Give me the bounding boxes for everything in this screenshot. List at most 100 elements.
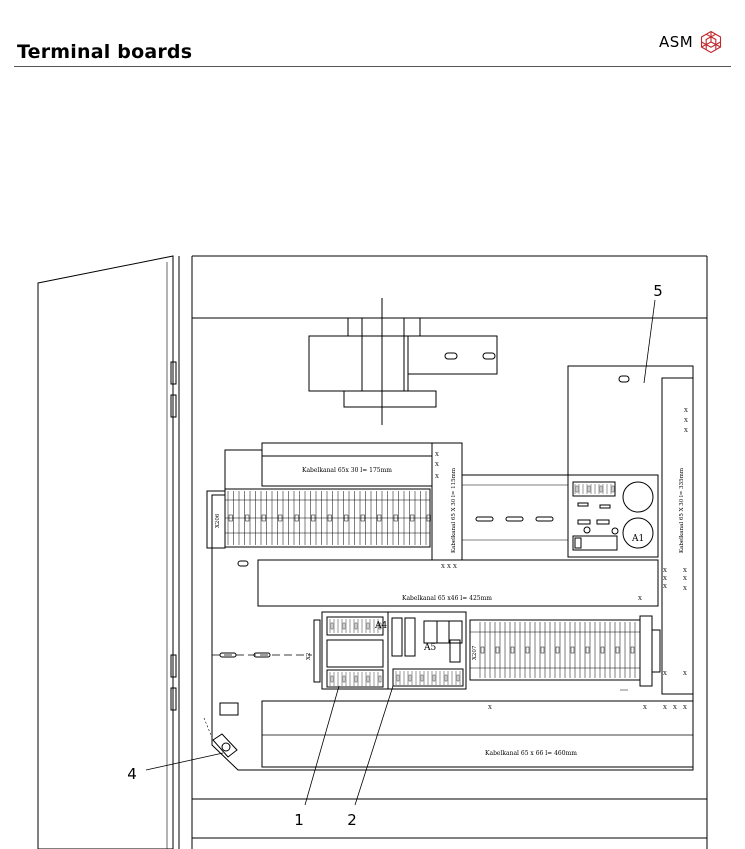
cabinet-frame xyxy=(178,255,708,849)
x-marker: X xyxy=(683,568,687,574)
terminal-block-screw xyxy=(360,514,365,522)
a4-terminal-screw xyxy=(354,622,358,630)
terminal-block-screw xyxy=(525,646,530,654)
a4-terminal-screw xyxy=(366,675,370,683)
brand-logo: ASM xyxy=(659,30,723,54)
a4-terminal-screw xyxy=(378,622,382,630)
channel-middle-label: Kabelkanal 65 x46 l= 425mm xyxy=(402,595,492,602)
brand-name: ASM xyxy=(659,33,694,51)
terminal-block-screw xyxy=(570,646,575,654)
header-rule xyxy=(14,66,731,67)
cable-channel-bottom xyxy=(261,700,694,768)
x-marker: X xyxy=(663,568,667,574)
x-marker: X xyxy=(435,452,439,458)
x-marker: X xyxy=(488,705,492,711)
terminal-x2-label: X2 xyxy=(306,653,312,660)
terminal-block-screw xyxy=(393,514,398,522)
terminal-block-screw xyxy=(245,514,250,522)
a5-terminal-screw xyxy=(432,674,436,682)
terminal-block-screw xyxy=(555,646,560,654)
cabinet-door xyxy=(37,255,177,849)
cable-channel-vertical-right xyxy=(618,375,694,695)
a5-terminal-screw xyxy=(444,674,448,682)
x-marker: X xyxy=(673,705,677,711)
mounting-plate xyxy=(211,365,694,771)
a1-terminal-screw xyxy=(575,485,579,493)
callout-4: 5 xyxy=(653,282,663,300)
x-marker: X xyxy=(684,418,688,424)
x-marker: X xyxy=(435,474,439,480)
terminal-block-screw xyxy=(311,514,316,522)
x-marker: X xyxy=(683,705,687,711)
terminal-block-screw xyxy=(344,514,349,522)
module-a4 xyxy=(313,611,389,690)
terminal-block-screw xyxy=(261,514,266,522)
terminal-x207-label: X207 xyxy=(472,645,478,660)
callout-2: 2 xyxy=(347,811,357,829)
x-marker: X xyxy=(663,584,667,590)
module-a5-label: A5 xyxy=(423,643,436,653)
x-marker: X xyxy=(663,671,667,677)
a5-terminal-screw xyxy=(408,674,412,682)
earthing-bolt xyxy=(203,717,238,758)
terminal-strip-x207 xyxy=(469,615,661,691)
terminal-block-screw xyxy=(600,646,605,654)
a4-terminal-screw xyxy=(366,622,370,630)
terminal-block-screw xyxy=(615,646,620,654)
x-marker: X xyxy=(684,428,688,434)
channel-vertical-right-label: Kabelkanal 65 X 30 l= 335mm xyxy=(679,467,685,553)
callout-leaders xyxy=(145,299,656,806)
terminal-block-screw xyxy=(426,514,431,522)
page-header: Terminal boards ASM xyxy=(0,0,745,70)
x-marker: X xyxy=(663,576,667,582)
callout-1: 1 xyxy=(294,811,304,829)
x-marker: X xyxy=(663,705,667,711)
terminal-block-screw xyxy=(630,646,635,654)
callout-5: 4 xyxy=(127,765,137,783)
channel-vertical-left-label: Kabelkanal 65 X 30 l= 115mm xyxy=(451,467,457,553)
x-marker: X xyxy=(441,564,445,570)
a1-terminal-screw xyxy=(599,485,603,493)
asm-cube-icon xyxy=(701,30,722,54)
x-marker: X xyxy=(684,408,688,414)
page-title: Terminal boards xyxy=(17,41,193,63)
din-rail-left xyxy=(212,484,568,716)
x-marker: X xyxy=(643,705,647,711)
module-a5 xyxy=(387,611,467,690)
terminal-block-screw xyxy=(585,646,590,654)
terminal-strip-x206 xyxy=(206,488,431,549)
a1-terminal-screw xyxy=(611,485,615,493)
x-marker: X xyxy=(638,596,642,602)
a4-terminal-screw xyxy=(342,675,346,683)
module-a1 xyxy=(567,474,659,558)
x-marker: X xyxy=(447,564,451,570)
terminal-block-screw xyxy=(540,646,545,654)
module-a4-label: A4 xyxy=(374,621,387,631)
cable-channel-vertical-left xyxy=(431,442,463,561)
x-marker: X xyxy=(453,564,457,570)
terminal-block-screw xyxy=(327,514,332,522)
x-marker: X xyxy=(435,462,439,468)
terminal-block-screw xyxy=(294,514,299,522)
terminal-block-screw xyxy=(510,646,515,654)
module-a1-label: A1 xyxy=(631,534,644,544)
cable-channel-top xyxy=(261,442,433,487)
terminal-block-screw xyxy=(495,646,500,654)
a5-terminal-screw xyxy=(420,674,424,682)
a4-terminal-screw xyxy=(354,675,358,683)
a5-terminal-screw xyxy=(456,674,460,682)
x-marker: X xyxy=(683,586,687,592)
a4-terminal-screw xyxy=(378,675,382,683)
channel-top-label: Kabelkanal 65x 30 l= 175mm xyxy=(302,467,392,474)
x-marker: X xyxy=(683,671,687,677)
a4-terminal-screw xyxy=(330,675,334,683)
terminal-x206-label: X206 xyxy=(215,513,221,528)
a4-terminal-screw xyxy=(342,622,346,630)
cable-channel-middle xyxy=(257,559,659,607)
a1-terminal-screw xyxy=(587,485,591,493)
terminal-block-screw xyxy=(480,646,485,654)
x-marker: X xyxy=(683,576,687,582)
terminal-block-screw xyxy=(228,514,233,522)
